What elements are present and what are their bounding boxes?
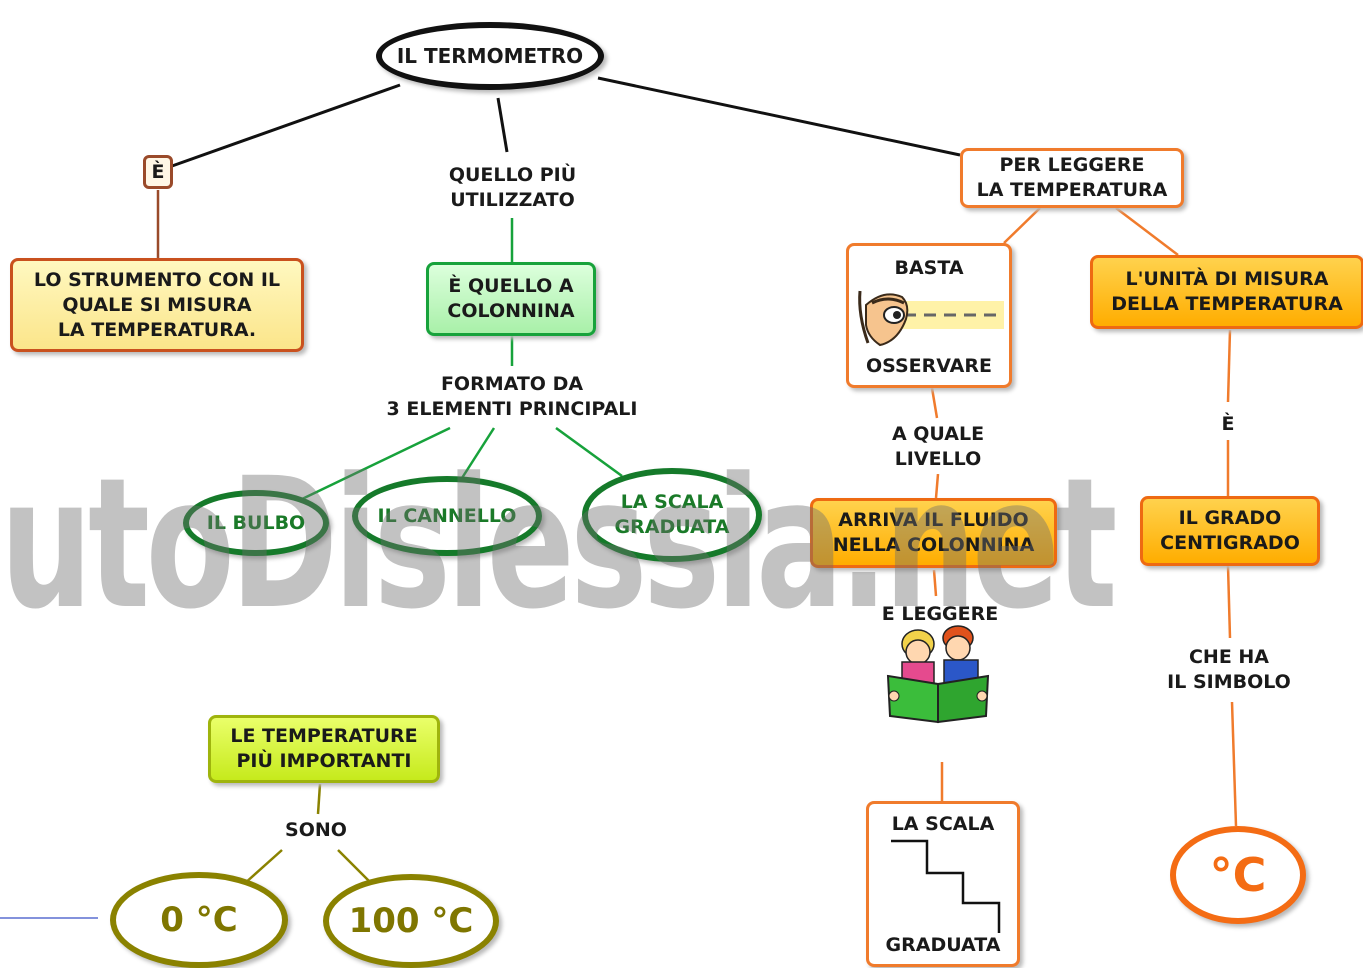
unita-misura-node[interactable]: L'UNITÀ DI MISURA DELLA TEMPERATURA	[1090, 255, 1363, 329]
staircase-icon	[891, 839, 1001, 933]
sono-text: SONO	[285, 818, 347, 841]
children-reading-icon	[886, 625, 990, 724]
grado-centigrado-node[interactable]: IL GRADO CENTIGRADO	[1140, 496, 1320, 566]
e-leggere-label: E LEGGERE	[870, 600, 1010, 628]
e-unita-text: È	[1221, 412, 1235, 435]
la-scala-label: LA SCALA	[891, 813, 995, 835]
scala-graduata-node[interactable]: LA SCALA GRADUATA	[582, 468, 762, 562]
formato-label: FORMATO DA 3 ELEMENTI PRINCIPALI	[352, 368, 672, 426]
grado-centigrado-label: IL GRADO CENTIGRADO	[1160, 507, 1300, 554]
bulbo-node[interactable]: IL BULBO	[183, 490, 329, 556]
zero-gradi-node[interactable]: 0 °C	[110, 872, 288, 968]
sono-label: SONO	[268, 816, 364, 844]
temperature-importanti-label: LE TEMPERATURE PIÙ IMPORTANTI	[230, 725, 418, 772]
strumento-node[interactable]: LO STRUMENTO CON IL QUALE SI MISURA LA T…	[10, 258, 304, 352]
per-leggere-node[interactable]: PER LEGGERE LA TEMPERATURA	[960, 148, 1184, 208]
simbolo-node[interactable]: °C	[1170, 826, 1306, 924]
root-node[interactable]: IL TERMOMETRO	[376, 22, 604, 90]
formato-text: FORMATO DA 3 ELEMENTI PRINCIPALI	[386, 373, 638, 420]
a-quale-livello-text: A QUALE LIVELLO	[891, 423, 985, 470]
la-scala-graduata-node[interactable]: LA SCALA GRADUATA	[866, 801, 1020, 967]
bulbo-label: IL BULBO	[206, 511, 306, 534]
piu-utilizzato-label: QUELLO PIÙ UTILIZZATO	[425, 160, 600, 216]
eye-icon	[858, 290, 1004, 346]
arriva-fluido-node[interactable]: ARRIVA IL FLUIDO NELLA COLONNINA	[810, 498, 1057, 568]
e-unita-label: È	[1212, 410, 1244, 438]
scala-graduata-label: LA SCALA GRADUATA	[614, 491, 730, 538]
e-leggere-text: E LEGGERE	[881, 602, 999, 625]
arriva-fluido-label: ARRIVA IL FLUIDO NELLA COLONNINA	[832, 509, 1035, 556]
a-quale-livello-label: A QUALE LIVELLO	[866, 420, 1010, 474]
e-connector-label: È	[151, 160, 165, 183]
graduata-label: GRADUATA	[885, 934, 1001, 956]
strumento-label: LO STRUMENTO CON IL QUALE SI MISURA LA T…	[33, 268, 281, 341]
basta-osservare-node[interactable]: BASTA OSSERVARE	[846, 243, 1012, 388]
temperature-importanti-node[interactable]: LE TEMPERATURE PIÙ IMPORTANTI	[208, 715, 440, 783]
cento-gradi-node[interactable]: 100 °C	[323, 874, 499, 968]
cannello-label: IL CANNELLO	[377, 504, 517, 527]
che-ha-simbolo-text: CHE HA IL SIMBOLO	[1167, 646, 1291, 693]
basta-label: BASTA	[894, 257, 964, 279]
unita-misura-label: L'UNITÀ DI MISURA DELLA TEMPERATURA	[1111, 268, 1343, 315]
colonnina-node[interactable]: È QUELLO A COLONNINA	[426, 262, 596, 336]
colonnina-label: È QUELLO A COLONNINA	[447, 275, 575, 322]
piu-utilizzato-text: QUELLO PIÙ UTILIZZATO	[448, 164, 577, 211]
simbolo-label: °C	[1209, 848, 1267, 902]
cento-gradi-label: 100 °C	[348, 901, 474, 941]
osservare-label: OSSERVARE	[865, 355, 992, 377]
per-leggere-label: PER LEGGERE LA TEMPERATURA	[976, 154, 1168, 201]
cannello-node[interactable]: IL CANNELLO	[352, 476, 542, 556]
e-connector-box[interactable]: È	[143, 155, 173, 189]
zero-gradi-label: 0 °C	[160, 900, 238, 940]
che-ha-simbolo-label: CHE HA IL SIMBOLO	[1152, 640, 1306, 700]
root-label: IL TERMOMETRO	[396, 43, 584, 68]
